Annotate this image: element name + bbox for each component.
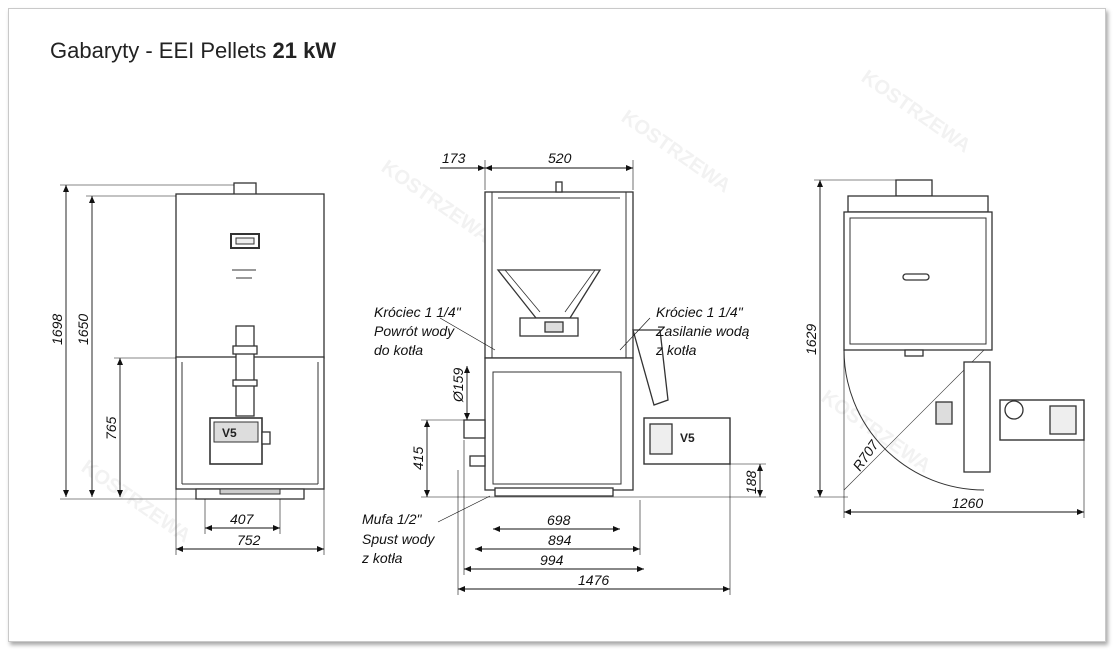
dim-side-173: 173 <box>442 150 466 166</box>
svg-text:V5: V5 <box>222 426 237 440</box>
dim-top-1629: 1629 <box>803 324 819 355</box>
label-return-line1: Króciec 1 1/4" <box>374 304 462 320</box>
label-drain-line2: Spust wody <box>362 531 435 547</box>
dim-front-765: 765 <box>103 416 119 440</box>
label-drain-line1: Mufa 1/2" <box>362 511 422 527</box>
label-return-line2: Powrót wody <box>374 323 455 339</box>
dim-front-1698: 1698 <box>49 314 65 345</box>
dim-side-520: 520 <box>548 150 572 166</box>
dim-side-pipe-dia: Ø159 <box>450 368 466 403</box>
front-view: V5 <box>175 182 325 500</box>
watermark-brand-5: KOSTRZEWA <box>817 386 934 477</box>
label-drain-line3: z kotła <box>361 550 403 566</box>
front-dims <box>60 184 325 555</box>
dim-side-415: 415 <box>410 446 426 470</box>
dim-side-894: 894 <box>548 532 572 548</box>
watermark-brand-1: KOSTRZEWA <box>377 156 494 247</box>
dim-side-994: 994 <box>540 552 564 568</box>
top-view <box>843 179 1085 491</box>
dim-side-698: 698 <box>547 512 571 528</box>
label-supply-line1: Króciec 1 1/4" <box>656 304 744 320</box>
dim-front-752: 752 <box>237 532 261 548</box>
dim-top-1260: 1260 <box>952 495 983 511</box>
dim-side-1476: 1476 <box>578 572 609 588</box>
side-view: V5 <box>463 181 731 497</box>
watermark-brand-2: KOSTRZEWA <box>617 106 734 197</box>
svg-text:V5: V5 <box>680 431 695 445</box>
page-title: Gabaryty - EEI Pellets 21 kW <box>50 38 336 64</box>
top-dims <box>814 179 1085 518</box>
dim-side-188: 188 <box>743 470 759 494</box>
dim-front-407: 407 <box>230 511 255 527</box>
dim-front-1650: 1650 <box>75 314 91 345</box>
title-prefix: Gabaryty - EEI Pellets <box>50 38 273 63</box>
label-supply-line3: z kotła <box>655 342 697 358</box>
label-return-line3: do kotła <box>374 342 423 358</box>
label-supply-line2: Zasilanie wodą <box>655 323 750 339</box>
side-dims <box>421 160 766 595</box>
watermark-brand-3: KOSTRZEWA <box>857 66 974 157</box>
title-power: 21 kW <box>272 38 337 63</box>
